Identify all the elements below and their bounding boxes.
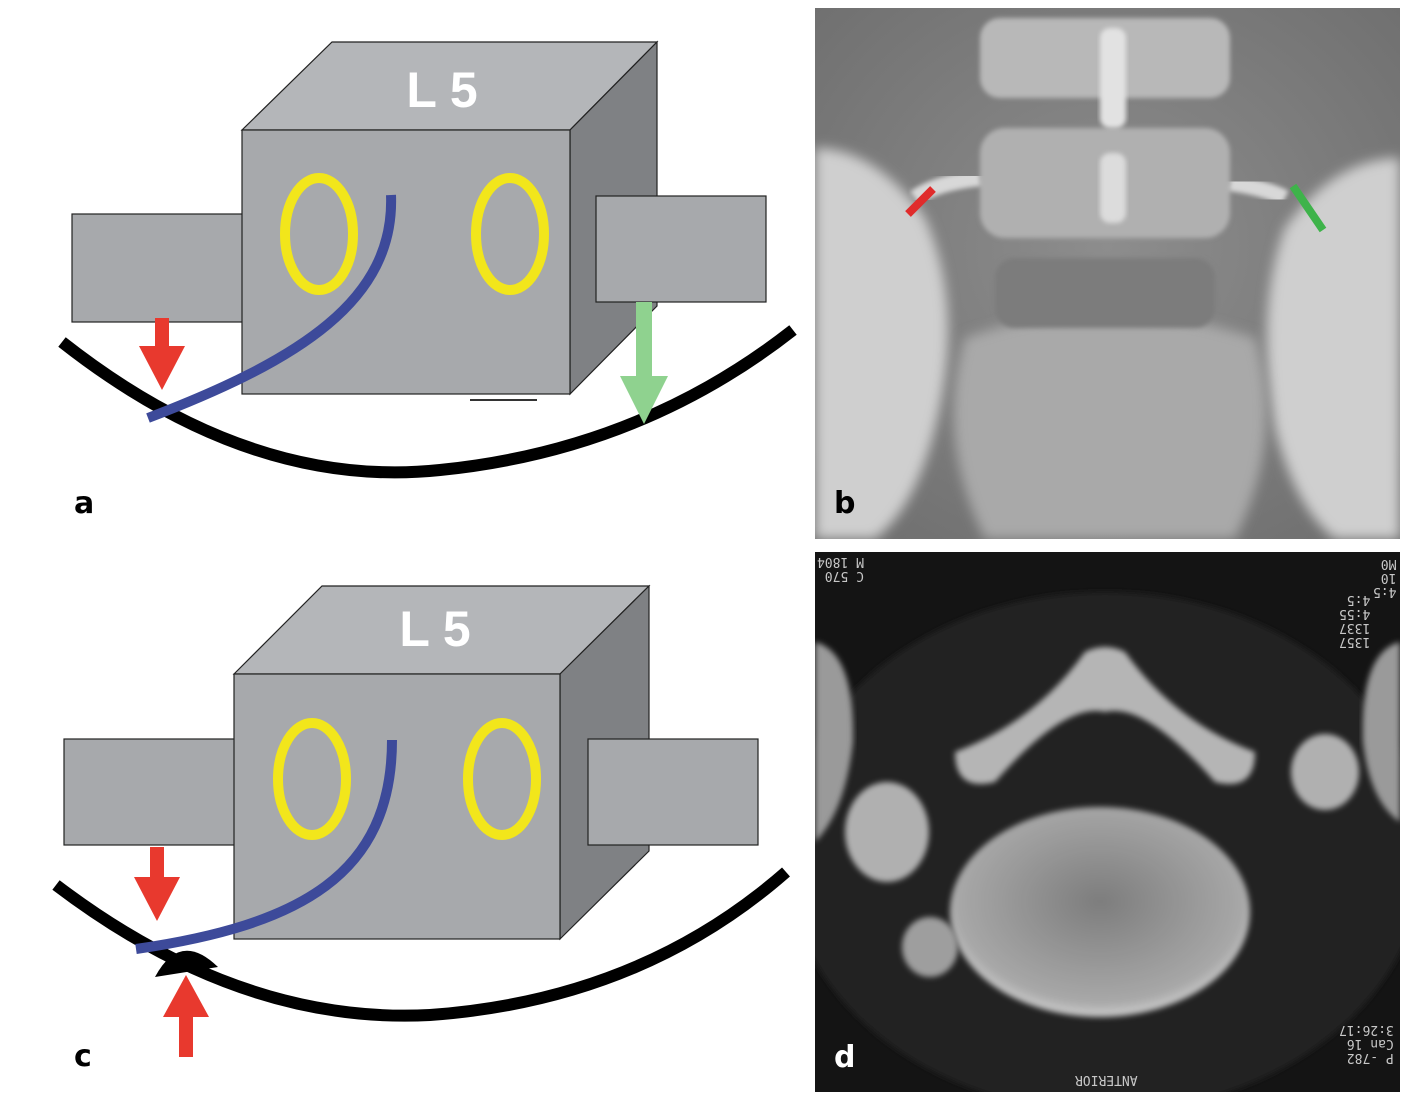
- panel-letter-a: a: [74, 486, 94, 521]
- panel-d-ct: C 570 M 1804 4:5 10 M0 1357 1337 4:55 4:…: [815, 552, 1400, 1092]
- ct-annotation-top-left: C 570 M 1804: [817, 554, 864, 582]
- panel-letter-c: c: [74, 1039, 92, 1074]
- panel-c: L 5 c: [0, 545, 800, 1095]
- panel-a-diagram: L 5: [0, 0, 800, 540]
- ct-annotation-right-side: 1357 1337 4:55 4:5: [1339, 592, 1370, 648]
- ct-annotation-bottom: ANTERIOR: [1075, 1072, 1138, 1086]
- panel-a: L 5 a: [0, 0, 800, 540]
- panel-letter-d: d: [834, 1040, 855, 1075]
- vertebra-label: L 5: [399, 601, 470, 657]
- vertebral-body: [950, 807, 1250, 1017]
- red-arrow-up: [163, 975, 209, 1057]
- panel-letter-b: b: [834, 486, 855, 521]
- red-arrow-down: [139, 318, 185, 390]
- ct-image: [815, 552, 1400, 1092]
- ct-annotation-bottom-right: P -782 Can 16 3:26:17: [1339, 1022, 1394, 1064]
- left-transverse-process: [72, 214, 244, 322]
- panel-c-diagram: L 5: [0, 545, 800, 1095]
- panel-b-xray: b: [815, 8, 1400, 539]
- vertebra-label: L 5: [406, 62, 477, 118]
- right-transverse-process: [588, 739, 758, 845]
- right-transverse-process: [596, 196, 766, 302]
- red-arrow-down: [134, 847, 180, 921]
- left-transverse-process: [64, 739, 236, 845]
- xray-image: [815, 8, 1400, 539]
- ct-annotation-top-right: 4:5 10 M0: [1373, 556, 1396, 598]
